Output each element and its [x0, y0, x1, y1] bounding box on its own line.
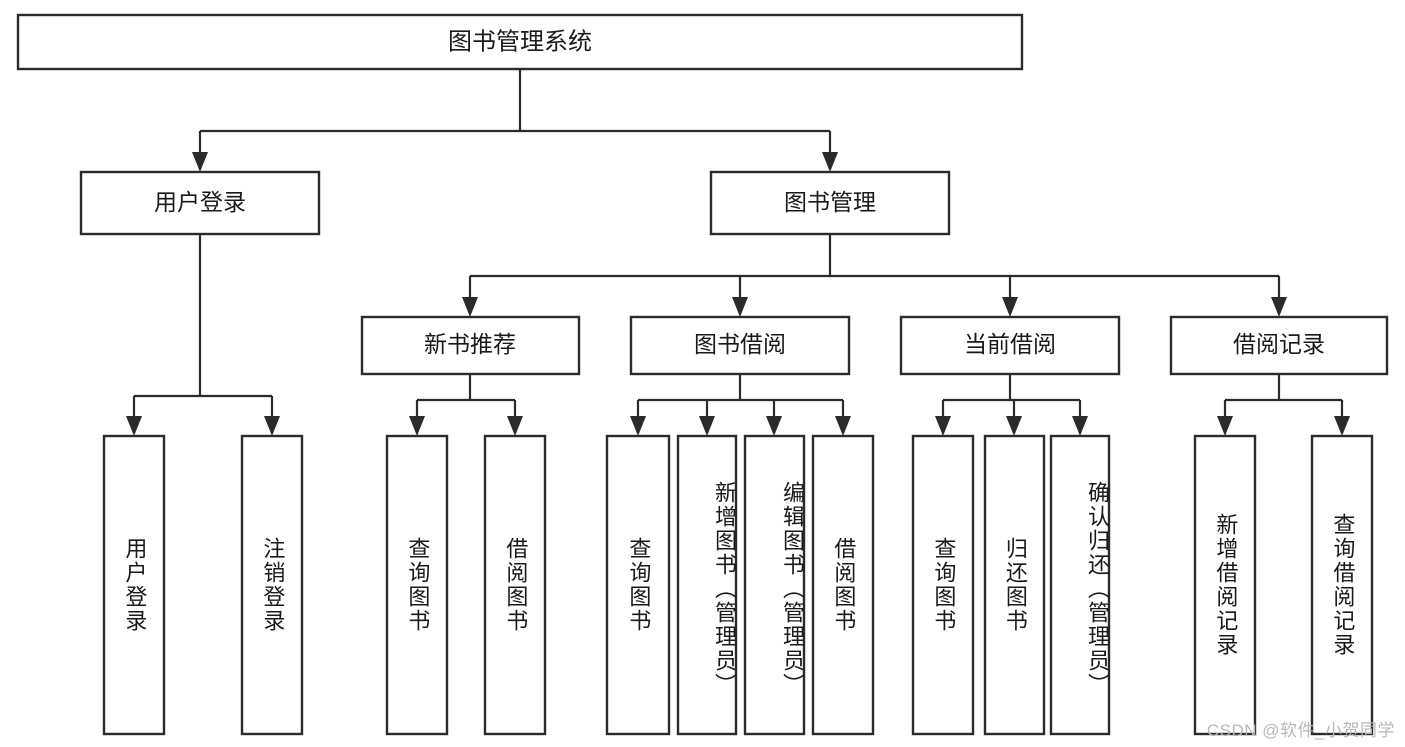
arrow-head-leaf-return-book: [1006, 416, 1022, 436]
leaf-query-record-box[interactable]: [1310, 434, 1374, 736]
arrow-head-leaf-add-book: [699, 416, 715, 436]
node-book-borrow-box[interactable]: [629, 315, 851, 376]
arrow-head-book-borrow: [732, 297, 748, 317]
leaf-query-book-1-box[interactable]: [385, 434, 449, 736]
node-book-manage-label: 图书管理: [784, 189, 876, 215]
node-current-borrow-label: 当前借阅: [964, 331, 1056, 357]
arrow-head-borrow-record: [1271, 297, 1287, 317]
node-new-book-rec-box[interactable]: [360, 315, 581, 376]
arrow-head-leaf-edit-book: [766, 416, 782, 436]
arrow-head-leaf-borrow-book-1: [507, 416, 523, 436]
arrow-head-current-borrow: [1002, 297, 1018, 317]
arrow-head-user-login: [192, 152, 208, 172]
arrow-head-leaf-query-book-2: [630, 416, 646, 436]
arrow-head-book-manage: [822, 152, 838, 172]
leaf-confirm-return-box[interactable]: [1049, 434, 1111, 736]
node-borrow-record-label: 借阅记录: [1233, 331, 1325, 357]
arrow-head-leaf-borrow-book-2: [835, 416, 851, 436]
arrow-head-leaf-add-record: [1217, 416, 1233, 436]
leaf-add-record-box[interactable]: [1193, 434, 1257, 736]
node-new-book-rec[interactable]: 新书推荐: [360, 315, 581, 376]
leaf-borrow-book-2-box[interactable]: [811, 434, 875, 736]
leaf-query-book-3-box[interactable]: [911, 434, 975, 736]
leaf-edit-book-box[interactable]: [743, 434, 806, 736]
node-user-login-box[interactable]: [79, 170, 321, 236]
leaf-query-book-2-box[interactable]: [605, 434, 671, 736]
leaf-return-book-box[interactable]: [983, 434, 1046, 736]
node-user-login[interactable]: 用户登录: [79, 170, 321, 236]
leaf-borrow-book-1-box[interactable]: [483, 434, 547, 736]
arrow-head-leaf-query-book-1: [409, 416, 425, 436]
node-borrow-record[interactable]: 借阅记录: [1169, 315, 1389, 376]
node-user-login-label: 用户登录: [154, 189, 246, 215]
node-root[interactable]: 图书管理系统: [16, 13, 1024, 71]
node-current-borrow-box[interactable]: [899, 315, 1121, 376]
node-borrow-record-box[interactable]: [1169, 315, 1389, 376]
leaf-box-layer: [102, 434, 1374, 736]
node-root-box[interactable]: [16, 13, 1024, 71]
arrow-head-new-book-rec: [462, 297, 478, 317]
leaf-user-login-box[interactable]: [102, 434, 166, 736]
arrow-head-leaf-query-record: [1334, 416, 1350, 436]
node-current-borrow[interactable]: 当前借阅: [899, 315, 1121, 376]
node-book-borrow-label: 图书借阅: [694, 331, 786, 357]
arrow-head-leaf-user-login: [126, 416, 142, 436]
connector-layer: [126, 69, 1350, 436]
leaf-logout-box[interactable]: [240, 434, 304, 736]
arrow-head-leaf-confirm-return: [1072, 416, 1088, 436]
node-new-book-rec-label: 新书推荐: [424, 331, 516, 357]
node-root-label: 图书管理系统: [448, 28, 592, 55]
arrow-head-leaf-query-book-3: [935, 416, 951, 436]
node-book-manage-box[interactable]: [709, 170, 951, 236]
leaf-add-book-box[interactable]: [676, 434, 738, 736]
node-book-borrow[interactable]: 图书借阅: [629, 315, 851, 376]
arrow-head-leaf-logout: [264, 416, 280, 436]
node-book-manage[interactable]: 图书管理: [709, 170, 951, 236]
watermark-text: CSDN @软件_小贺同学: [1206, 721, 1395, 740]
